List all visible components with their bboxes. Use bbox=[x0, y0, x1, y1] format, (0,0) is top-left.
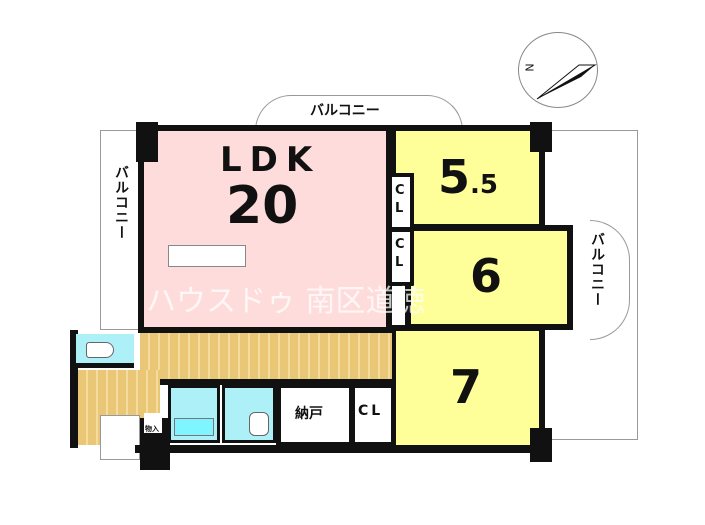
room-5-5-size: 5.5 bbox=[438, 150, 498, 204]
balcony-right-bulge bbox=[590, 220, 630, 340]
outer-wall-bottom bbox=[135, 445, 545, 453]
room-7-size: 7 bbox=[450, 360, 483, 414]
pillar bbox=[530, 428, 552, 462]
bathtub-icon bbox=[174, 418, 214, 436]
ldk-size: 20 bbox=[226, 176, 299, 236]
sink-icon bbox=[249, 412, 269, 436]
toilet-bowl-icon bbox=[86, 342, 114, 358]
balcony-left-label: バルコニー bbox=[113, 165, 129, 240]
compass-arrow-icon bbox=[536, 64, 597, 100]
watermark: ハウスドゥ 南区道徳 bbox=[146, 284, 426, 319]
storage-label: 納戸 bbox=[295, 406, 323, 422]
shoe-storage bbox=[144, 413, 162, 433]
closet-2 bbox=[388, 228, 414, 286]
balcony-top-label: バルコニー bbox=[310, 103, 380, 119]
shoe-storage-label: 物入 bbox=[145, 425, 159, 433]
balcony-left bbox=[100, 130, 142, 330]
balcony-right-label: バルコニー bbox=[589, 232, 605, 307]
compass: N bbox=[518, 32, 598, 108]
hallway bbox=[140, 333, 392, 385]
closet-3 bbox=[350, 383, 396, 447]
pillar bbox=[136, 122, 158, 162]
pillar bbox=[530, 122, 552, 152]
room-5-5-dec: .5 bbox=[470, 170, 498, 200]
compass-north-label: N bbox=[522, 63, 536, 72]
room-5-5-int: 5 bbox=[438, 150, 471, 204]
entrance bbox=[100, 415, 140, 460]
closet-2-label: CL bbox=[395, 237, 405, 270]
closet-1-label: CL bbox=[395, 183, 405, 216]
ldk-name: LDK bbox=[220, 140, 321, 180]
kitchen-counter bbox=[168, 245, 246, 267]
outer-wall-left bbox=[70, 330, 78, 448]
closet-3-label: CL bbox=[358, 403, 384, 419]
room-5-5 bbox=[390, 125, 545, 230]
room-ldk bbox=[138, 125, 392, 333]
room-6-size: 6 bbox=[470, 249, 503, 303]
